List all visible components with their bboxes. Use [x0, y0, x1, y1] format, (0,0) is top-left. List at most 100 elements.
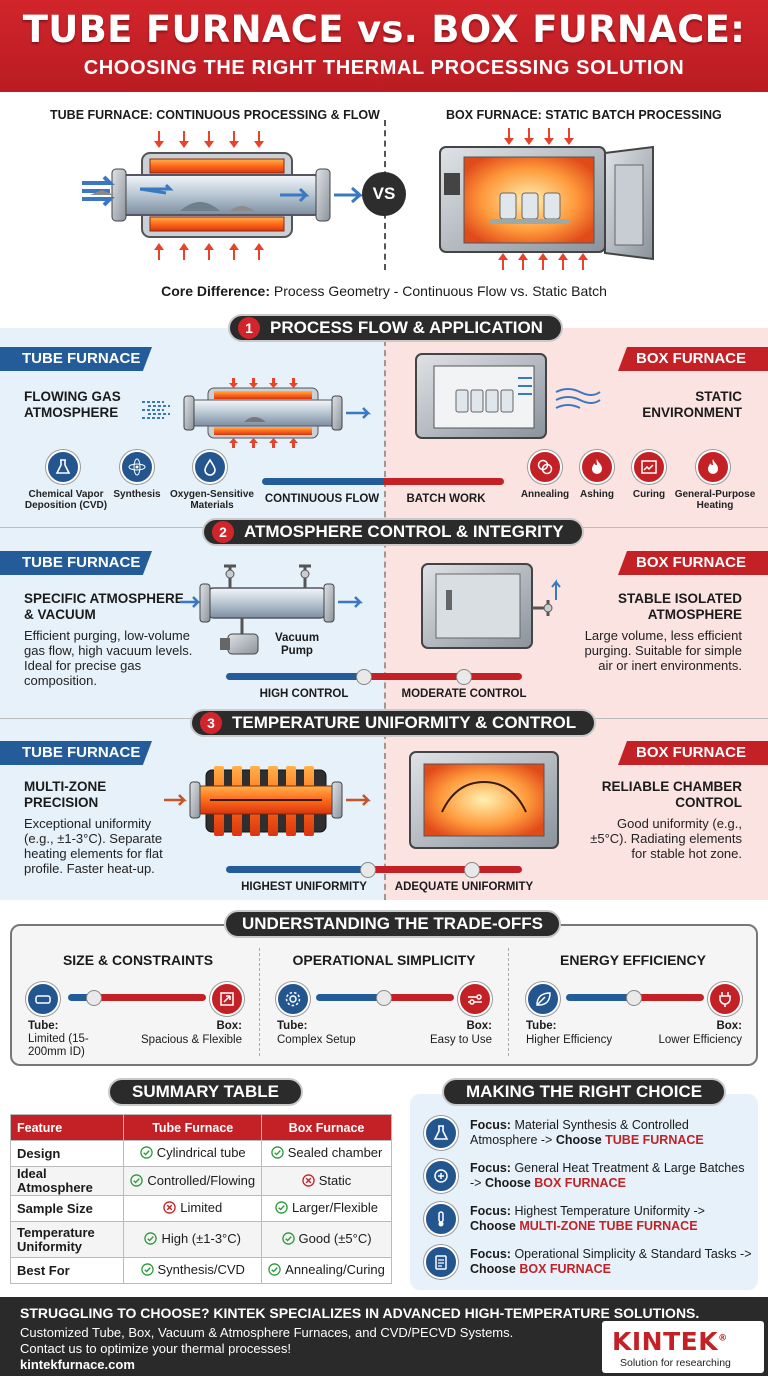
section-1-title-text: PROCESS FLOW & APPLICATION [270, 318, 543, 337]
core-difference-text: Process Geometry - Continuous Flow vs. S… [270, 283, 607, 299]
summary-tube-value: Controlled/Flowing [147, 1172, 256, 1188]
logo-tagline: Solution for researching [620, 1357, 731, 1369]
section-2-number: 2 [212, 521, 234, 543]
s2-control-bar [226, 673, 522, 680]
choice-focus-text: General Heat Treatment & Large Batches -… [470, 1161, 745, 1190]
summary-title: SUMMARY TABLE [108, 1078, 304, 1106]
choice-title: MAKING THE RIGHT CHOICE [442, 1078, 727, 1106]
vacuum-pump-label: Vacuum Pump [274, 632, 320, 657]
choice-focus-text: Highest Temperature Uniformity -> [510, 1204, 705, 1218]
s1-box-illustration [415, 353, 601, 439]
check-icon [270, 1146, 284, 1162]
section-3-title-text: TEMPERATURE UNIFORMITY & CONTROL [232, 713, 577, 732]
energy-tube-text: Higher Efficiency [526, 1034, 613, 1046]
s1-bar-left-label: CONTINUOUS FLOW [264, 493, 380, 505]
summary-box-value: Larger/Flexible [292, 1200, 379, 1215]
s2-box-heading: STABLE ISOLATED ATMOSPHERE [618, 591, 742, 622]
s3-tube-body: Exceptional uniformity (e.g., ±1-3°C). S… [24, 816, 163, 876]
summary-box-cell: Larger/Flexible [261, 1195, 392, 1222]
s3-tube-tag: TUBE FURNACE [0, 741, 152, 765]
droplet-icon [193, 450, 227, 484]
s3-multizone-tube-illustration [164, 766, 372, 836]
tube-furnace-illustration [82, 131, 364, 260]
check-icon [140, 1146, 153, 1162]
s1-box-heading: STATIC ENVIRONMENT [642, 389, 742, 420]
tradeoff-simplicity-heading: OPERATIONAL SIMPLICITY [292, 952, 476, 968]
summary-tube-value: Cylindrical tube [156, 1145, 246, 1160]
s2-box-body: Large volume, less efficient purging. Su… [584, 628, 742, 673]
logo-text: KINTEK® [612, 1327, 728, 1356]
s3-knob-left [360, 862, 376, 878]
choice-focus-label: Focus: [470, 1247, 511, 1261]
cross-icon [163, 1201, 176, 1217]
icon-label-ashing: Ashing [580, 489, 614, 500]
icon-label-synthesis: Synthesis [113, 489, 161, 500]
s1-tube-heading: FLOWING GAS ATMOSPHERE [24, 389, 121, 420]
section-2-title-text: ATMOSPHERE CONTROL & INTEGRITY [244, 522, 564, 541]
summary-tube-cell: Limited [123, 1195, 263, 1222]
size-box-title: Box: [216, 1020, 242, 1032]
check-icon [130, 1173, 144, 1190]
tradeoff-size-heading: SIZE & CONSTRAINTS [62, 952, 214, 968]
s1-tube-tag: TUBE FURNACE [0, 347, 152, 371]
footer-url[interactable]: kintekfurnace.com [20, 1357, 135, 1372]
choice-focus-label: Focus: [470, 1204, 511, 1218]
summary-box-cell: Static [261, 1166, 392, 1196]
summary-box-cell: Sealed chamber [261, 1140, 392, 1167]
energy-tradeoff-knob [626, 990, 642, 1006]
flame-icon [580, 450, 614, 484]
choice-pick: BOX FURNACE [519, 1262, 611, 1276]
choice-pick: MULTI-ZONE TUBE FURNACE [519, 1219, 698, 1233]
summary-box-value: Good (±5°C) [298, 1231, 372, 1246]
energy-tube-title: Tube: [526, 1020, 557, 1032]
s3-bar-left-label: HIGHEST UNIFORMITY [241, 881, 367, 893]
footer-line-2: Contact us to optimize your thermal proc… [20, 1341, 291, 1356]
footer: STRUGGLING TO CHOOSE? KINTEK SPECIALIZES… [0, 1297, 768, 1376]
choice-choose-label: Choose [470, 1262, 520, 1276]
choice-item: Focus: Operational Simplicity & Standard… [470, 1247, 752, 1277]
s2-bar-right-label: MODERATE CONTROL [401, 688, 527, 700]
heat-batch-icon [424, 1159, 458, 1193]
energy-box-text: Lower Efficiency [658, 1034, 742, 1046]
icon-label-curing: Curing [632, 489, 666, 500]
simplicity-tradeoff-knob [376, 990, 392, 1006]
toggle-icon [458, 982, 492, 1016]
s2-tube-body: Efficient purging, low-volume gas flow, … [24, 628, 193, 688]
core-difference-label: Core Difference: [161, 283, 270, 299]
s2-box-tag: BOX FURNACE [618, 551, 768, 575]
summary-header-box: Box Furnace [261, 1114, 392, 1141]
summary-tube-cell: High (±1-3°C) [123, 1221, 263, 1258]
energy-box-title: Box: [716, 1020, 742, 1032]
choice-item: Focus: Highest Temperature Uniformity ->… [470, 1204, 752, 1234]
beaker-icon [424, 1116, 458, 1150]
s3-tube-heading: MULTI-ZONE PRECISION [24, 779, 107, 810]
summary-header-tube: Tube Furnace [123, 1114, 263, 1141]
s2-tube-heading: SPECIFIC ATMOSPHERE & VACUUM [24, 591, 184, 622]
logo-registered-mark: ® [718, 1333, 728, 1344]
s2-box-illustration [421, 563, 561, 649]
gear-icon [276, 982, 310, 1016]
footer-headline: STRUGGLING TO CHOOSE? KINTEK SPECIALIZES… [20, 1305, 700, 1321]
summary-feature-cell: Design [9, 1140, 125, 1167]
summary-box-cell: Good (±5°C) [261, 1221, 392, 1258]
table-row: Design Cylindrical tube Sealed chamber [9, 1140, 392, 1167]
size-tube-text: Limited (15-200mm ID) [28, 1033, 89, 1058]
header-banner: TUBE FURNACE vs. BOX FURNACE: CHOOSING T… [0, 0, 768, 92]
summary-tube-value: Limited [180, 1200, 223, 1215]
choice-choose-label: Choose [484, 1176, 535, 1190]
chart-icon [632, 450, 666, 484]
thermometer-icon [424, 1202, 458, 1236]
tradeoff-energy-heading: ENERGY EFFICIENCY [560, 952, 706, 968]
size-tube-title: Tube: [28, 1020, 59, 1032]
simplicity-tube-title: Tube: [277, 1020, 308, 1032]
expand-icon [210, 982, 244, 1016]
s3-box-chamber-illustration [409, 751, 559, 849]
choice-pick: BOX FURNACE [534, 1176, 626, 1190]
s2-tube-tag: TUBE FURNACE [0, 551, 152, 575]
size-tradeoff-bar [68, 994, 206, 1001]
fire-icon [696, 450, 730, 484]
